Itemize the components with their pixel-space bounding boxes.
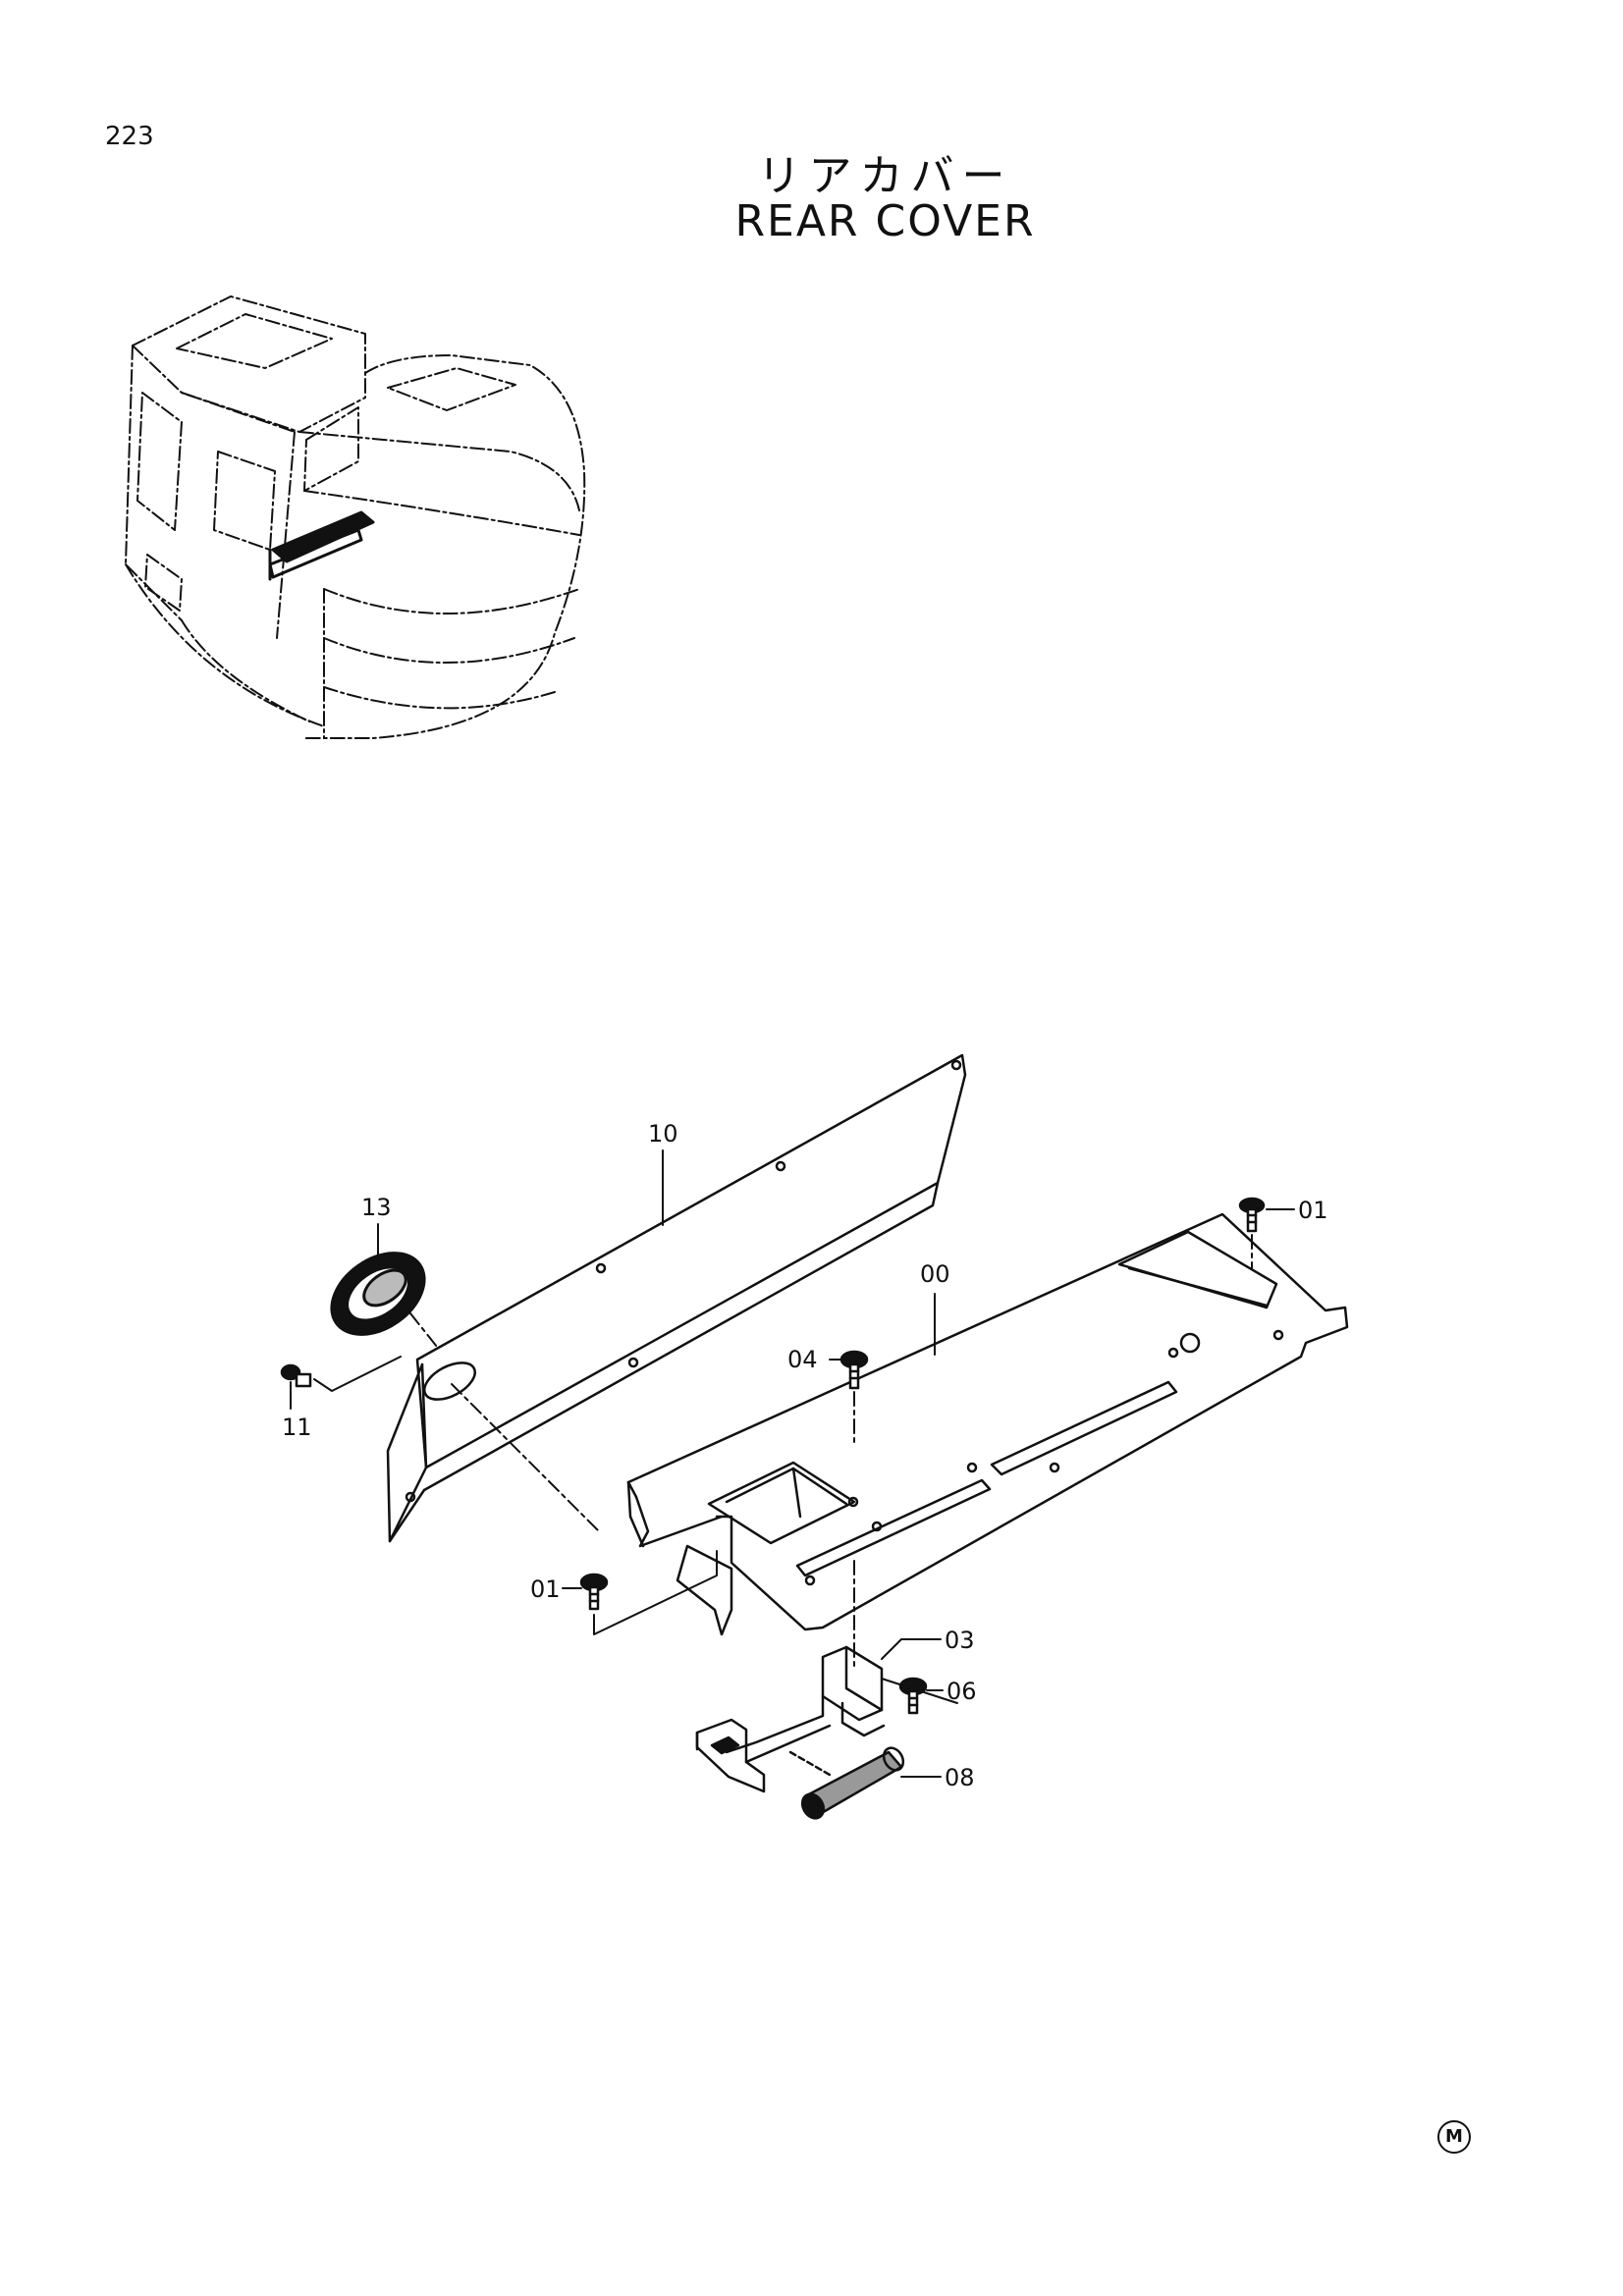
bolt-part-01-top-right xyxy=(1238,1197,1266,1233)
callout-01-top-right: 01 xyxy=(1298,1197,1328,1224)
overview-rear-cover-highlight xyxy=(268,510,375,581)
callout-06: 06 xyxy=(947,1678,977,1705)
callout-04: 04 xyxy=(787,1346,818,1373)
page-number: 223 xyxy=(105,122,154,151)
callout-10: 10 xyxy=(648,1120,678,1148)
part-03-bracket xyxy=(695,1645,886,1793)
callout-11: 11 xyxy=(282,1414,312,1441)
callout-03: 03 xyxy=(945,1627,975,1654)
callout-08: 08 xyxy=(945,1764,975,1791)
callout-leaders xyxy=(290,1149,1295,1778)
bolt-part-04 xyxy=(839,1350,869,1390)
title-japanese: リアカバー xyxy=(757,151,1013,201)
callout-13: 13 xyxy=(361,1194,392,1221)
bolt-part-11 xyxy=(280,1363,312,1388)
part-00-base-plate xyxy=(626,1212,1349,1636)
circled-m-mark: M xyxy=(1437,2120,1471,2154)
bracket-leader-lines xyxy=(313,1356,958,1704)
bolt-part-01-bottom-left xyxy=(579,1573,609,1611)
callout-01-bottom-left: 01 xyxy=(530,1575,561,1603)
part-08-cushion xyxy=(788,1746,905,1820)
alignment-lines xyxy=(409,1234,1253,1670)
callout-00: 00 xyxy=(920,1260,950,1288)
bolt-part-06 xyxy=(898,1677,928,1715)
part-13-grommet xyxy=(330,1252,426,1336)
part-10-side-panel xyxy=(386,1053,967,1543)
title-english: REAR COVER xyxy=(734,196,1036,246)
machine-overview-illustration xyxy=(125,295,586,739)
